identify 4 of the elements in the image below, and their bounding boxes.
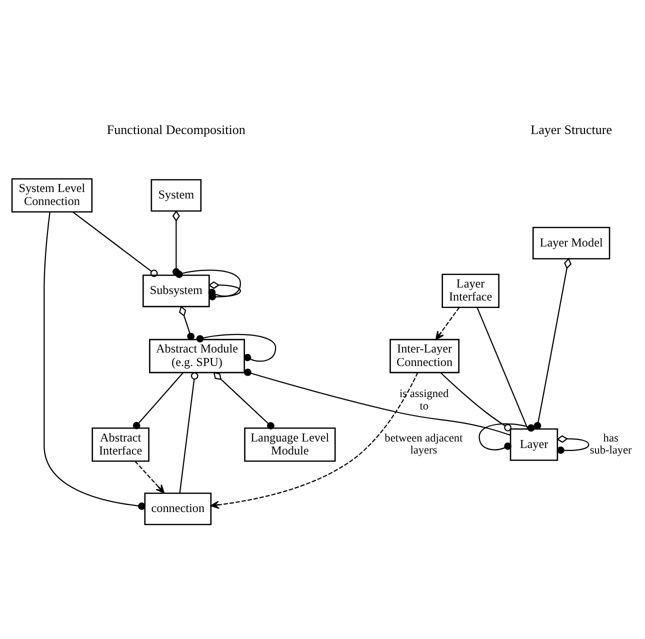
label: Layer Structure bbox=[530, 122, 612, 137]
edge-label: between adjacent layers bbox=[384, 432, 463, 456]
label: Functional Decomposition bbox=[106, 122, 246, 137]
edge-label: has sub-layer bbox=[590, 432, 632, 456]
